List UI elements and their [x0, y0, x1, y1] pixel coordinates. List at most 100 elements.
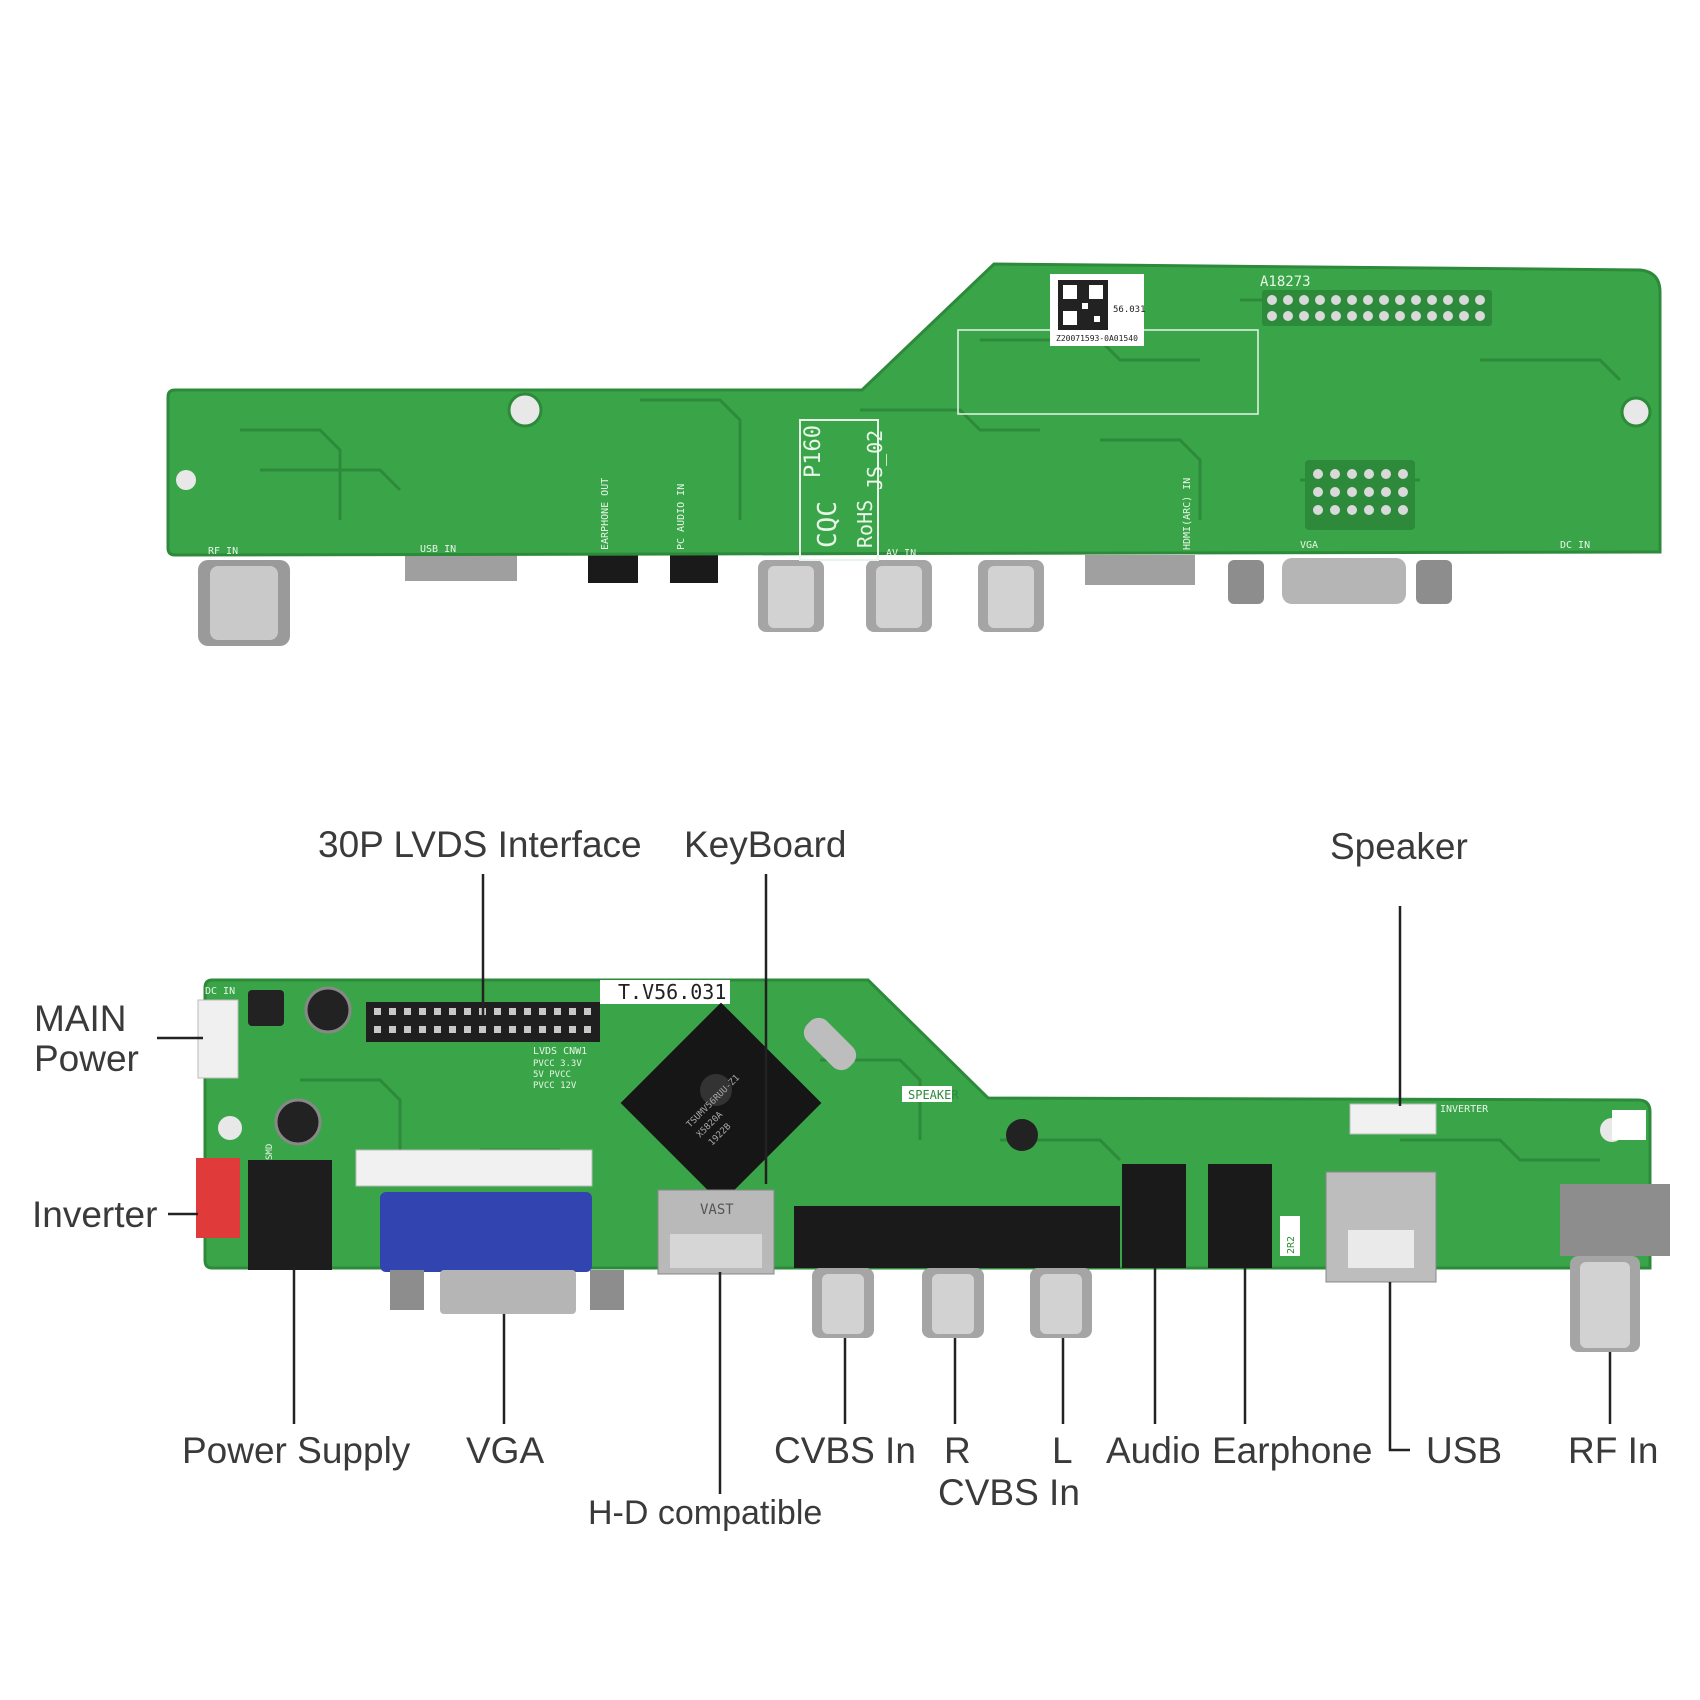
white-header [355, 1149, 593, 1187]
header-pin [1267, 311, 1277, 321]
header-pin [1313, 505, 1323, 515]
header-pin [1427, 295, 1437, 305]
speaker-header [1349, 1103, 1437, 1135]
label-main-power-2: Power [34, 1038, 139, 1079]
silk-pvcc-12: PVCC 12V [533, 1081, 577, 1091]
header-pin [1379, 311, 1389, 321]
header-pin [1283, 295, 1293, 305]
header-pin [1395, 295, 1405, 305]
header-pin [1347, 469, 1357, 479]
leader-lines [157, 874, 1612, 1494]
qr-code-text: Z20071593-0A01540 [1056, 334, 1138, 343]
lvds-pin [554, 1008, 561, 1015]
hdmi-shell-text: VAST [700, 1202, 734, 1218]
label-keyboard: KeyBoard [684, 824, 847, 865]
header-pin [1411, 295, 1421, 305]
header-pin [1313, 487, 1323, 497]
header-pin [1364, 469, 1374, 479]
silk-dc-in-front: DC IN [205, 986, 235, 997]
top-connectors [198, 555, 1452, 646]
label-earphone: Earphone [1212, 1430, 1373, 1471]
lvds-pin [584, 1026, 591, 1033]
silk-smd: 2R2 [1286, 1236, 1297, 1254]
header-pin [1315, 311, 1325, 321]
lvds-pin [569, 1026, 576, 1033]
earphone-jack [588, 555, 638, 583]
lvds-pin [539, 1026, 546, 1033]
header-pin [1398, 505, 1408, 515]
lvds-pin [389, 1008, 396, 1015]
inductor-2r2 [248, 990, 284, 1026]
hdmi-connector-top [1085, 555, 1195, 585]
audio-jack [1122, 1164, 1186, 1268]
header-pin [1381, 469, 1391, 479]
header-pin [1347, 487, 1357, 497]
header-pin [1381, 487, 1391, 497]
label-inverter: Inverter [32, 1194, 158, 1235]
part-text: P160 [801, 425, 826, 478]
header-pin [1475, 311, 1485, 321]
lvds-pin [539, 1008, 546, 1015]
header-pin [1313, 469, 1323, 479]
label-speaker: Speaker [1330, 826, 1468, 867]
front-model-label: T.V56.031 [618, 980, 726, 1004]
earphone-jack-front [1208, 1164, 1272, 1268]
cqc-stamp: CQC [813, 501, 843, 548]
lvds-pin [509, 1008, 516, 1015]
silk-pc-audio-in: PC AUDIO IN [676, 484, 687, 550]
label-l: L [1052, 1430, 1073, 1471]
lvds-pin [494, 1008, 501, 1015]
header-pin [1347, 505, 1357, 515]
silk-lvds-cnw1: LVDS CNW1 [533, 1046, 587, 1057]
label-r: R [944, 1430, 971, 1471]
lvds-pin [419, 1008, 426, 1015]
silk-speaker: INVERTER [1440, 1104, 1489, 1115]
lvds-pin [389, 1026, 396, 1033]
header-pin [1363, 311, 1373, 321]
label-rf-in: RF In [1568, 1430, 1659, 1471]
label-hd-compatible: H-D compatible [588, 1494, 823, 1532]
label-lvds-interface: 30P LVDS Interface [318, 824, 642, 865]
header-pin [1443, 311, 1453, 321]
lvds-pin [404, 1008, 411, 1015]
header-pin [1364, 487, 1374, 497]
silk-vga: VGA [1300, 540, 1318, 551]
lvds-pin [494, 1026, 501, 1033]
header-pin [1330, 487, 1340, 497]
header-pin [1364, 505, 1374, 515]
capacitor-1 [304, 986, 352, 1034]
header-pin [1331, 295, 1341, 305]
av-connector-block [794, 1206, 1120, 1268]
top-model-silk: A18273 [1260, 274, 1311, 290]
header-pin [1299, 295, 1309, 305]
header-pin [1283, 311, 1293, 321]
label-power-supply: Power Supply [182, 1430, 411, 1471]
silk-pvcc-33: PVCC 3.3V [533, 1059, 582, 1069]
lvds-pin [464, 1008, 471, 1015]
rf-in-front-connector [1560, 1184, 1670, 1256]
usb-connector [405, 555, 517, 581]
qr-label: 56.031 Z20071593-0A01540 [1050, 274, 1146, 346]
lvds-pin [554, 1026, 561, 1033]
label-usb: USB [1426, 1430, 1503, 1471]
lvds-pin [464, 1026, 471, 1033]
silk-dc-in: DC IN [1560, 540, 1590, 551]
lvds-pin [449, 1008, 456, 1015]
header-pin [1398, 469, 1408, 479]
lvds-pin [419, 1026, 426, 1033]
header-pin [1330, 505, 1340, 515]
rohs-text: RoHS [853, 500, 877, 548]
pc-audio-jack [670, 555, 718, 583]
silk-av-in: AV IN [886, 548, 916, 559]
silk-inverter: SMD [265, 1144, 275, 1160]
header-pin [1267, 295, 1277, 305]
header-pin [1299, 311, 1309, 321]
lvds-pin [509, 1026, 516, 1033]
lvds-pin [404, 1026, 411, 1033]
silk-dip: SPEAKER [908, 1088, 959, 1102]
header-pin [1347, 295, 1357, 305]
header-pin [1411, 311, 1421, 321]
vga-connector-top [1282, 558, 1406, 604]
